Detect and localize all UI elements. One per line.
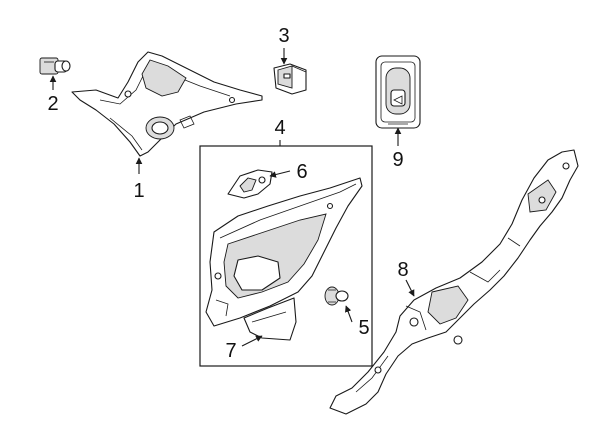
part-6-trim-piece bbox=[227, 169, 273, 199]
part-4-quarter-trim-panel bbox=[205, 177, 363, 327]
leader-5 bbox=[344, 305, 353, 323]
callout-6: 6 bbox=[296, 161, 307, 183]
part-7-lower-panel bbox=[243, 297, 297, 341]
part-9-switch-bezel bbox=[375, 55, 421, 129]
part-8-pillar-reinforcement bbox=[329, 149, 579, 415]
part-5-push-clip bbox=[324, 286, 349, 306]
callout-9: 9 bbox=[392, 149, 403, 171]
leader-7 bbox=[241, 335, 263, 347]
leader-8 bbox=[405, 279, 415, 297]
part-1-upper-trim bbox=[71, 51, 263, 157]
part-3-bracket bbox=[273, 63, 307, 95]
part-4-group-box bbox=[199, 145, 373, 367]
part-2-clip bbox=[39, 57, 71, 75]
callout-4: 4 bbox=[274, 117, 285, 139]
leader-6 bbox=[269, 170, 291, 178]
callout-1: 1 bbox=[133, 180, 144, 202]
callout-7: 7 bbox=[225, 340, 236, 362]
callout-5: 5 bbox=[358, 317, 369, 339]
callout-8: 8 bbox=[397, 259, 408, 281]
callout-3: 3 bbox=[278, 25, 289, 47]
callout-2: 2 bbox=[47, 93, 58, 115]
